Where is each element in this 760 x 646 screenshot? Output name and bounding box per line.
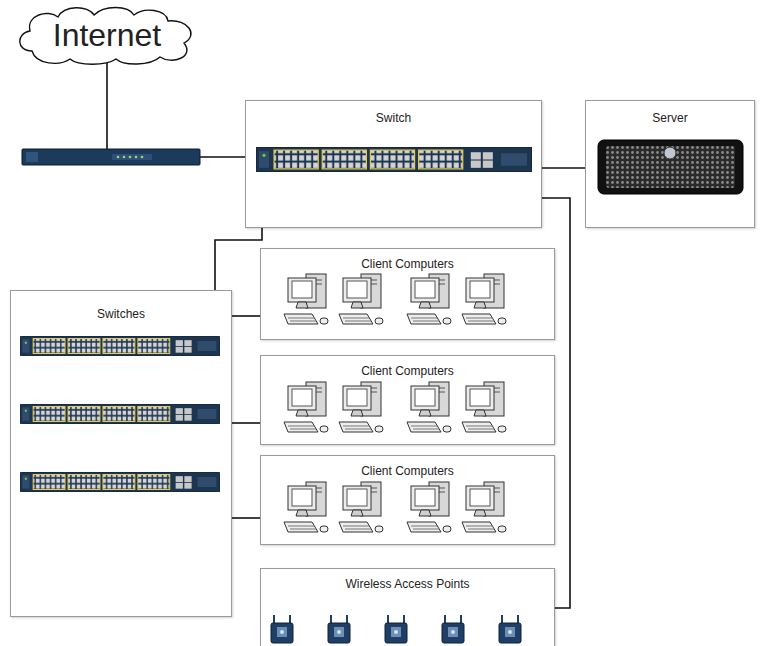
- firewall-led: [141, 156, 144, 159]
- network-link: [215, 228, 262, 290]
- switch-device: [20, 404, 220, 424]
- switch-device: [256, 147, 532, 172]
- server-chassis: [598, 140, 743, 194]
- access-point: [442, 615, 464, 643]
- client-computer: [407, 274, 451, 324]
- switch-device: [20, 336, 220, 356]
- client-computer: [462, 482, 506, 532]
- network-link: [107, 63, 245, 157]
- client-computer: [339, 382, 383, 432]
- group-box: Wireless Access Points: [260, 568, 555, 646]
- device-box: Switch: [245, 100, 542, 228]
- network-link: [232, 422, 260, 424]
- cloud-label: Internet: [53, 16, 162, 54]
- client-computer: [284, 382, 328, 432]
- firewall-body: [22, 149, 200, 165]
- server-device: [598, 140, 743, 194]
- group-box: Client Computers: [260, 355, 555, 445]
- box-title: Server: [586, 111, 754, 125]
- client-computer: [284, 274, 328, 324]
- group-box: Client Computers: [260, 248, 555, 340]
- firewall-led: [135, 156, 138, 159]
- client-computer: [339, 274, 383, 324]
- client-computer: [407, 482, 451, 532]
- server-badge: [664, 147, 676, 159]
- firewall-ports: [112, 154, 152, 160]
- firewall-led: [129, 156, 132, 159]
- client-computer: [339, 482, 383, 532]
- network-link: [542, 198, 570, 608]
- firewall-device: [22, 149, 200, 165]
- box-title: Wireless Access Points: [261, 577, 554, 591]
- client-computer: [284, 482, 328, 532]
- client-computer: [462, 382, 506, 432]
- cloud-shape: Internet: [12, 3, 202, 67]
- box-title: Switch: [246, 111, 541, 125]
- network-link: [232, 315, 260, 317]
- firewall-led: [117, 156, 120, 159]
- network-link: [542, 167, 585, 169]
- box-title: Client Computers: [261, 464, 554, 478]
- group-box: Client Computers: [260, 455, 555, 545]
- box-title: Switches: [11, 307, 231, 321]
- group-box: Switches: [10, 290, 232, 617]
- client-computer: [407, 382, 451, 432]
- access-point: [271, 615, 293, 643]
- device-box: Server: [585, 100, 755, 228]
- firewall-logo: [26, 152, 38, 162]
- switch-device: [20, 472, 220, 492]
- access-point: [385, 615, 407, 643]
- box-title: Client Computers: [261, 257, 554, 271]
- network-link: [232, 517, 260, 519]
- access-point: [328, 615, 350, 643]
- firewall-led: [123, 156, 126, 159]
- cloud-outline-path: [20, 8, 191, 65]
- client-computer: [462, 274, 506, 324]
- server-grill: [606, 146, 735, 188]
- access-point: [499, 615, 521, 643]
- box-title: Client Computers: [261, 364, 554, 378]
